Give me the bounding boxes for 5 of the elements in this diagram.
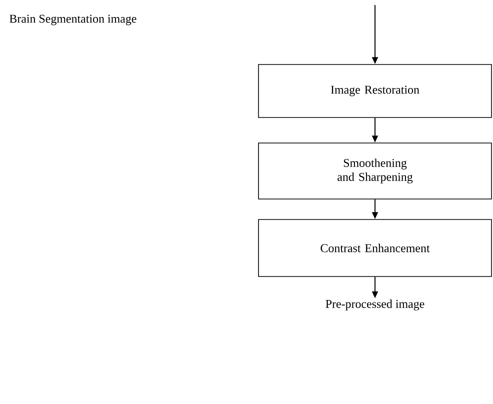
process-box: Image Restoration — [258, 64, 492, 118]
input-label: Brain Segmentation image — [10, 14, 136, 26]
output-text: Pre-processed image — [326, 300, 424, 310]
process-box: Smoothening and Sharpening — [258, 142, 492, 200]
process-box: Contrast Enhancement — [258, 219, 492, 277]
